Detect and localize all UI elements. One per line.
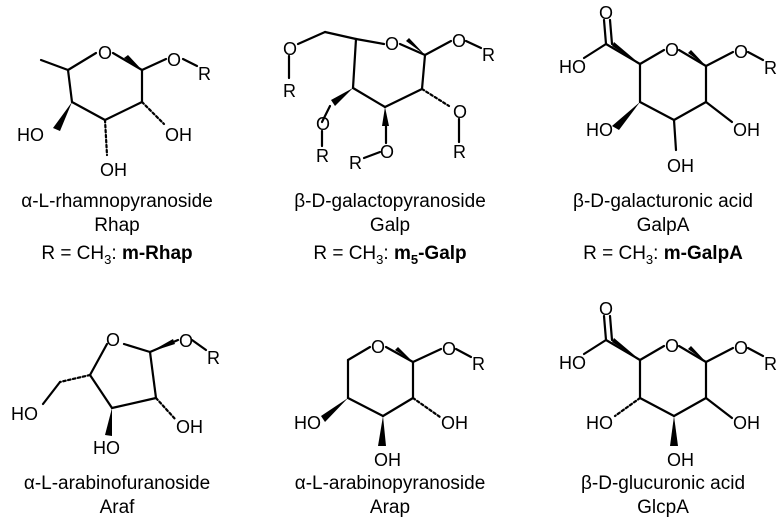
arap-wedge-c3 <box>378 416 386 446</box>
glcpa-hydroxyl-c2: OH <box>733 413 760 433</box>
galpa-name: β-D-galacturonic acid <box>573 191 753 212</box>
galp-o4: O <box>316 114 330 134</box>
arap-ring-oxygen: O <box>371 337 385 357</box>
molecule-arabinopyranoside: O O R HO OH OH α-L-arabinopyranoside Ara… <box>294 337 485 518</box>
molecule-rhamnopyranoside: O O R HO OH OH α-L-rhamnopyranoside Rhap… <box>17 43 213 267</box>
rhap-bonds <box>39 51 199 157</box>
rhap-hydroxyl-c2: OH <box>165 125 192 145</box>
arap-hydroxyl-c3: OH <box>374 450 401 470</box>
galpa-acid-hydroxyl: HO <box>559 57 586 77</box>
glcpa-glycosidic-oxygen: O <box>734 338 748 358</box>
araf-bonds <box>41 338 208 422</box>
galp-glycosidic-oxygen: O <box>452 31 466 51</box>
glcpa-wedge-c1 <box>688 346 706 362</box>
galp-wedge-c3 <box>382 107 389 126</box>
galp-o6: O <box>283 39 297 59</box>
rhap-wedge-c1 <box>124 55 142 70</box>
galp-wedge-c4 <box>331 88 353 106</box>
galpa-wedge-c1 <box>688 50 706 66</box>
galp-wedge-c1 <box>406 38 425 55</box>
galpa-ring-oxygen: O <box>665 40 679 60</box>
araf-abbreviation: Araf <box>100 497 136 518</box>
araf-ring-oxygen: O <box>106 330 120 350</box>
rhap-ring-oxygen: O <box>98 43 112 63</box>
rhap-aglycone-r: R <box>198 64 211 84</box>
araf-aglycone-r: R <box>207 348 220 368</box>
rhap-wedge-c2 <box>53 102 72 131</box>
molecule-arabinofuranoside: O O R HO OH HO α-L-arabinofuranoside Ara… <box>11 330 220 518</box>
rhap-glycosidic-oxygen: O <box>167 50 181 70</box>
galp-r3: R <box>349 153 362 173</box>
galp-r2: R <box>453 142 466 162</box>
glcpa-name: β-D-glucuronic acid <box>581 473 745 494</box>
galpa-abbreviation: GalpA <box>637 215 690 236</box>
galp-name: β-D-galactopyranoside <box>294 191 486 212</box>
galp-o3: O <box>380 142 394 162</box>
arap-hydroxyl-c2: OH <box>441 413 468 433</box>
araf-hydroxyl-c2: OH <box>176 417 203 437</box>
arap-aglycone-r: R <box>472 354 485 374</box>
arap-wedge-c4 <box>321 398 348 422</box>
rhap-abbreviation: Rhap <box>94 215 139 236</box>
galp-o2: O <box>453 102 467 122</box>
galpa-hydroxyl-c4: HO <box>586 120 613 140</box>
rhap-r-definition: R = CH3: m-Rhap <box>41 243 192 267</box>
galpa-hydroxyl-c3: OH <box>667 156 694 176</box>
galp-aglycone-r: R <box>482 45 495 65</box>
arap-abbreviation: Arap <box>370 497 410 518</box>
glcpa-carbonyl-oxygen: O <box>599 299 613 319</box>
molecule-glucuronic-acid: O O R O HO HO OH OH β-D-glucuronic acid … <box>559 299 777 518</box>
galpa-carbonyl-oxygen: O <box>599 3 613 23</box>
glcpa-hydroxyl-c4: HO <box>586 413 613 433</box>
galp-r-definition: R = CH3: m5-Galp <box>313 243 466 267</box>
glcpa-abbreviation: GlcpA <box>637 497 689 518</box>
rhap-name: α-L-rhamnopyranoside <box>21 191 213 212</box>
rhap-hydroxyl-c4: HO <box>17 125 44 145</box>
arap-wedge-c1 <box>395 347 413 362</box>
araf-glycosidic-oxygen: O <box>179 331 193 351</box>
arap-name: α-L-arabinopyranoside <box>295 473 486 494</box>
galpa-wedge-c4 <box>612 102 640 130</box>
glcpa-hydroxyl-c3: OH <box>667 450 694 470</box>
araf-wedge-c1 <box>150 339 175 352</box>
galpa-bonds <box>582 18 765 152</box>
araf-name: α-L-arabinofuranoside <box>24 473 210 494</box>
glcpa-ring-oxygen: O <box>665 336 679 356</box>
araf-hydroxyl-c3: HO <box>93 438 120 458</box>
galpa-glycosidic-oxygen: O <box>734 42 748 62</box>
glcpa-aglycone-r: R <box>764 354 777 374</box>
araf-wedge-c3 <box>105 408 112 436</box>
glcpa-wedge-c3 <box>670 416 678 446</box>
galp-abbreviation: Galp <box>370 215 410 236</box>
glcpa-acid-hydroxyl: HO <box>559 353 586 373</box>
galp-r4: R <box>316 146 329 166</box>
galpa-wedge-c5 <box>612 42 640 64</box>
arap-bonds <box>346 345 473 419</box>
rhap-hydroxyl-c3: OH <box>100 160 127 180</box>
araf-hydroxyl-c5: HO <box>11 404 38 424</box>
molecule-galacturonic-acid: O O R O HO HO OH OH β-D-galacturonic aci… <box>559 3 777 267</box>
arap-hydroxyl-c4: HO <box>294 413 321 433</box>
glcpa-wedge-c5 <box>612 338 640 360</box>
galp-bonds <box>287 30 483 160</box>
arap-glycosidic-oxygen: O <box>442 339 456 359</box>
galpa-r-definition: R = CH3: m-GalpA <box>583 243 743 267</box>
galpa-aglycone-r: R <box>764 58 777 78</box>
galpa-hydroxyl-c2: OH <box>733 120 760 140</box>
galp-ring-oxygen: O <box>385 34 399 54</box>
glcpa-bonds <box>582 314 765 420</box>
molecule-galactopyranoside: O O R O R O R O R O R β-D-galactopyranos… <box>283 30 495 267</box>
galp-r6: R <box>283 81 296 101</box>
